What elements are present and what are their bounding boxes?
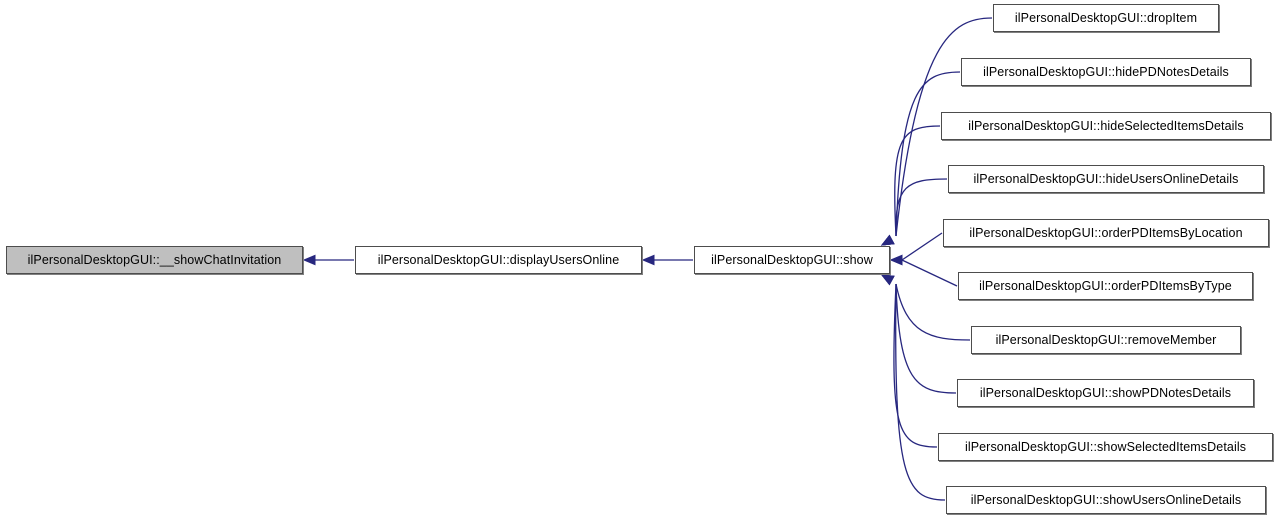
graph-edge-arrowhead: [641, 254, 655, 266]
graph-node-hideSelectedItemsDetails[interactable]: ilPersonalDesktopGUI::hideSelectedItemsD…: [941, 112, 1271, 140]
graph-edge-arrowhead: [889, 254, 903, 266]
graph-node-removeMember[interactable]: ilPersonalDesktopGUI::removeMember: [971, 326, 1241, 354]
graph-edge-line: [895, 178, 948, 237]
graph-node-label: ilPersonalDesktopGUI::show: [711, 252, 873, 267]
graph-node-label: ilPersonalDesktopGUI::hideSelectedItemsD…: [968, 118, 1244, 133]
graph-edge-arrowhead: [880, 234, 895, 246]
graph-edge-arrowhead: [880, 234, 895, 246]
graph-edge-arrowhead: [302, 254, 316, 266]
graph-edge-showPDNotesDetails-to-show: [880, 274, 957, 394]
graph-edge-show-to-displayUsersOnline: [641, 254, 693, 266]
graph-edge-displayUsersOnline-to-showChatInvitation: [302, 254, 354, 266]
graph-edge-hideUsersOnlineDetails-to-show: [880, 178, 948, 246]
graph-edge-showSelectedItemsDetails-to-show: [880, 274, 938, 448]
graph-edge-orderPDItemsByType-to-show: [889, 254, 958, 287]
graph-edge-line: [901, 232, 943, 261]
graph-edge-showUsersOnlineDetails-to-show: [880, 274, 946, 501]
graph-node-showUsersOnlineDetails[interactable]: ilPersonalDesktopGUI::showUsersOnlineDet…: [946, 486, 1266, 514]
graph-node-showChatInvitation[interactable]: ilPersonalDesktopGUI::__showChatInvitati…: [6, 246, 303, 274]
graph-edge-arrowhead: [880, 274, 895, 286]
graph-edge-orderPDItemsByLocation-to-show: [889, 232, 943, 266]
graph-edge-line: [901, 259, 958, 287]
graph-node-show[interactable]: ilPersonalDesktopGUI::show: [694, 246, 890, 274]
graph-node-showPDNotesDetails[interactable]: ilPersonalDesktopGUI::showPDNotesDetails: [957, 379, 1254, 407]
graph-node-label: ilPersonalDesktopGUI::orderPDItemsByLoca…: [969, 225, 1243, 240]
graph-edge-line: [893, 283, 938, 448]
graph-edge-removeMember-to-show: [880, 274, 971, 341]
graph-node-label: ilPersonalDesktopGUI::removeMember: [995, 332, 1217, 347]
graph-edge-arrowhead: [880, 274, 895, 286]
graph-edge-line: [895, 283, 957, 394]
graph-node-label: ilPersonalDesktopGUI::__showChatInvitati…: [27, 252, 282, 267]
graph-node-dropItem[interactable]: ilPersonalDesktopGUI::dropItem: [993, 4, 1219, 32]
graph-node-orderPDItemsByLocation[interactable]: ilPersonalDesktopGUI::orderPDItemsByLoca…: [943, 219, 1269, 247]
graph-node-showSelectedItemsDetails[interactable]: ilPersonalDesktopGUI::showSelectedItemsD…: [938, 433, 1273, 461]
graph-node-hideUsersOnlineDetails[interactable]: ilPersonalDesktopGUI::hideUsersOnlineDet…: [948, 165, 1264, 193]
graph-node-orderPDItemsByType[interactable]: ilPersonalDesktopGUI::orderPDItemsByType: [958, 272, 1253, 300]
graph-edge-arrowhead: [880, 274, 895, 286]
graph-node-label: ilPersonalDesktopGUI::showUsersOnlineDet…: [970, 492, 1242, 507]
graph-node-label: ilPersonalDesktopGUI::hideUsersOnlineDet…: [973, 171, 1239, 186]
graph-edge-arrowhead: [880, 234, 895, 246]
graph-edge-arrowhead: [880, 234, 895, 246]
graph-edge-line: [895, 283, 946, 501]
graph-edge-hideSelectedItemsDetails-to-show: [880, 125, 941, 246]
graph-node-label: ilPersonalDesktopGUI::hidePDNotesDetails: [983, 64, 1229, 79]
graph-node-displayUsersOnline[interactable]: ilPersonalDesktopGUI::displayUsersOnline: [355, 246, 642, 274]
graph-node-label: ilPersonalDesktopGUI::dropItem: [1014, 10, 1198, 25]
graph-node-label: ilPersonalDesktopGUI::displayUsersOnline: [377, 252, 620, 267]
graph-node-hidePDNotesDetails[interactable]: ilPersonalDesktopGUI::hidePDNotesDetails: [961, 58, 1251, 86]
graph-edge-line: [895, 71, 961, 237]
graph-node-label: ilPersonalDesktopGUI::orderPDItemsByType: [979, 278, 1232, 293]
graph-edge-arrowhead: [880, 274, 895, 286]
graph-edge-arrowhead: [889, 254, 903, 266]
graph-node-label: ilPersonalDesktopGUI::showSelectedItemsD…: [964, 439, 1247, 454]
graph-node-label: ilPersonalDesktopGUI::showPDNotesDetails: [979, 385, 1232, 400]
graph-edge-line: [894, 125, 941, 237]
